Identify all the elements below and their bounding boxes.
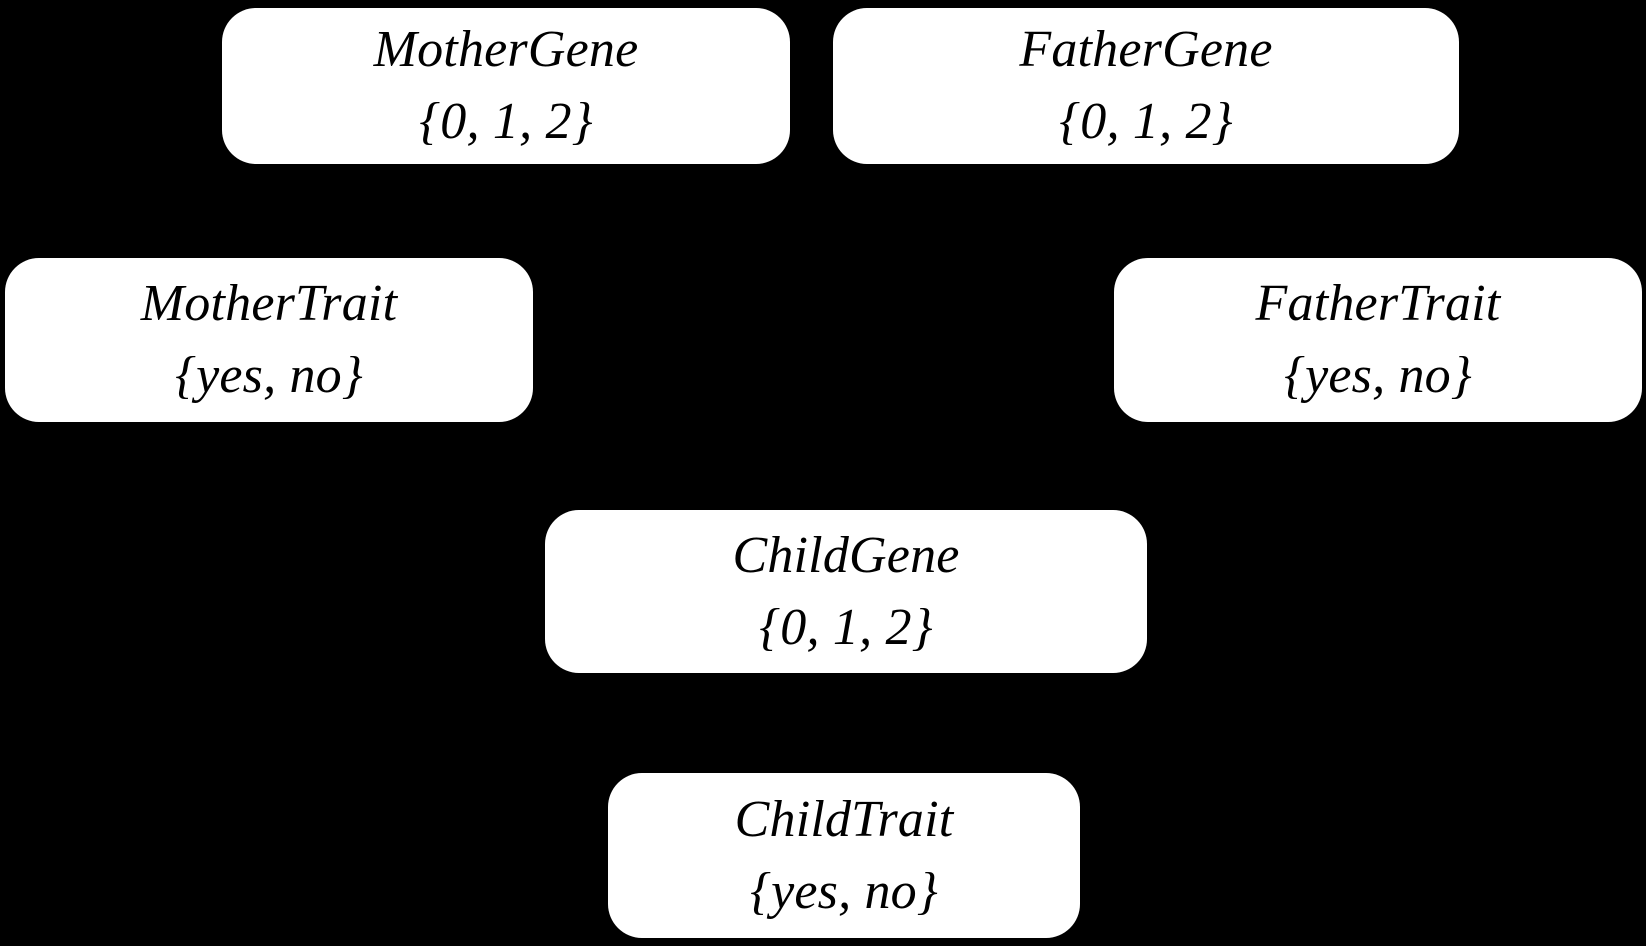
node-father-trait-label: FatherTrait (1255, 275, 1501, 333)
node-father-trait[interactable]: FatherTrait {yes, no} (1114, 258, 1642, 422)
node-father-gene-label: FatherGene (1019, 21, 1273, 79)
node-father-gene-domain: {0, 1, 2} (1059, 93, 1233, 150)
node-child-gene-domain: {0, 1, 2} (759, 598, 933, 656)
node-mother-trait-label: MotherTrait (140, 275, 398, 333)
edge-mother-gene-to-mother-trait (268, 162, 421, 260)
edge-father-gene-to-father-trait (1199, 162, 1379, 260)
node-mother-gene-label: MotherGene (373, 21, 639, 79)
node-mother-gene-domain: {0, 1, 2} (419, 93, 593, 150)
node-child-gene-label: ChildGene (732, 526, 960, 584)
node-father-gene[interactable]: FatherGene {0, 1, 2} (833, 8, 1459, 164)
edge-father-gene-to-child-gene (928, 163, 1082, 511)
node-mother-trait[interactable]: MotherTrait {yes, no} (5, 258, 533, 422)
node-child-gene[interactable]: ChildGene {0, 1, 2} (545, 510, 1147, 673)
node-mother-gene[interactable]: MotherGene {0, 1, 2} (222, 8, 790, 164)
node-child-trait-label: ChildTrait (734, 790, 954, 848)
node-father-trait-domain: {yes, no} (1284, 347, 1472, 404)
edge-mother-gene-to-child-gene (558, 163, 762, 511)
node-child-trait-domain: {yes, no} (750, 862, 938, 920)
edge-child-gene-to-child-trait (842, 672, 848, 774)
node-mother-trait-domain: {yes, no} (175, 347, 363, 404)
node-child-trait[interactable]: ChildTrait {yes, no} (608, 773, 1080, 938)
